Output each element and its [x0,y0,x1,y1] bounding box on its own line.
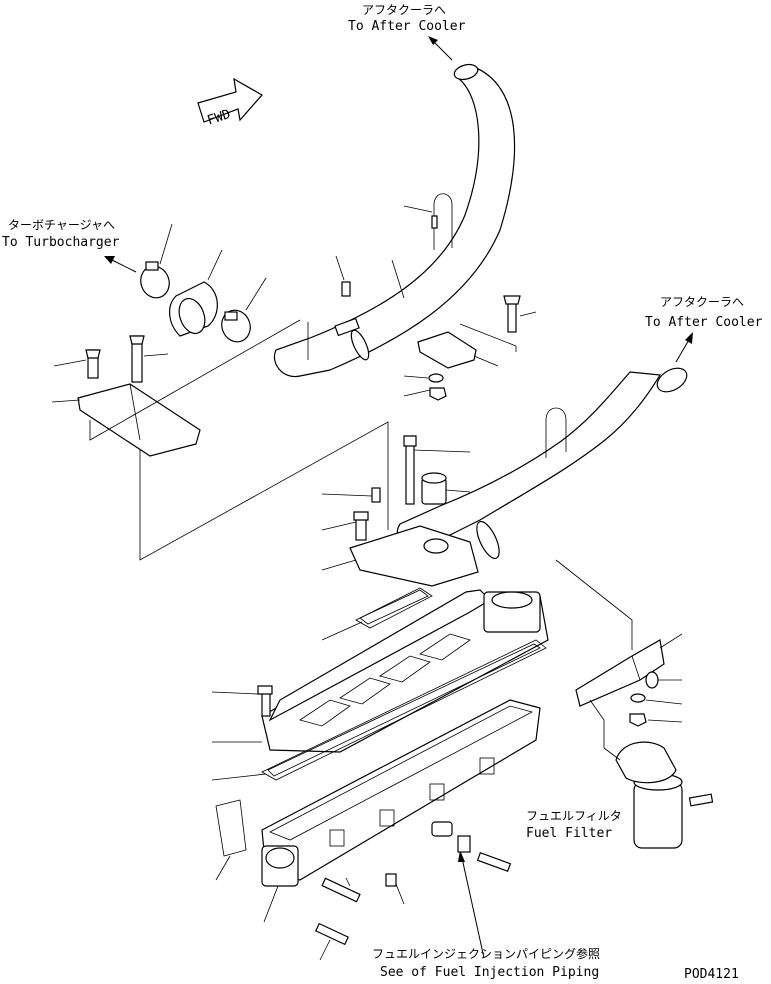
hose [169,281,218,337]
arrow-icon [675,332,693,363]
fuel-filter-jp: フュエルフィルタ [526,809,622,823]
arrow-icon [104,256,137,273]
manifold-bolts [315,821,512,946]
hose-clamp-right [221,309,251,343]
elbow-connector [349,435,479,587]
label-after-cooler-right: アフタクーラへ To After Cooler [645,295,763,330]
upper-bracket-left [77,335,201,457]
drawing-code: POD4121 [684,967,739,982]
fuel-injection-jp: フュエルインジェクションパイピング参照 [372,946,600,961]
upper-air-pipe [273,63,516,378]
label-turbocharger: ターボチャージャへ To Turbocharger [2,218,120,250]
arrow-icon [428,36,453,61]
manifold-cover [257,589,549,753]
after-cooler-right-en: To After Cooler [645,315,763,330]
turbocharger-jp: ターボチャージャへ [8,218,115,232]
fuel-filter [615,741,714,849]
label-fuel-filter: フュエルフィルタ Fuel Filter [526,809,622,841]
u-bolt-lower [545,407,567,458]
manifold-gasket [261,639,547,781]
leader-lines [51,205,683,961]
after-cooler-right-jp: アフタクーラへ [660,295,744,309]
fwd-label: FWD [206,107,233,129]
side-gasket [215,799,247,857]
label-fuel-injection: フュエルインジェクションパイピング参照 See of Fuel Injectio… [372,946,600,980]
arrow-icon [458,850,485,959]
after-cooler-top-jp: アフタクーラへ [362,3,446,17]
fuel-filter-en: Fuel Filter [526,826,612,841]
u-bolt-upper [431,193,453,250]
small-bolt-upper [341,281,351,297]
intake-manifold-body [261,699,541,887]
hose-clamp-left [140,261,170,299]
fuel-injection-en: See of Fuel Injection Piping [380,965,599,980]
fwd-arrow-icon: FWD [197,77,263,129]
cover-gasket [355,587,433,629]
label-after-cooler-top: アフタクーラへ To After Cooler [348,3,466,34]
upper-bracket-right [417,295,521,401]
after-cooler-top-en: To After Cooler [348,19,466,34]
filter-bracket [575,639,665,727]
turbocharger-en: To Turbocharger [2,235,120,250]
